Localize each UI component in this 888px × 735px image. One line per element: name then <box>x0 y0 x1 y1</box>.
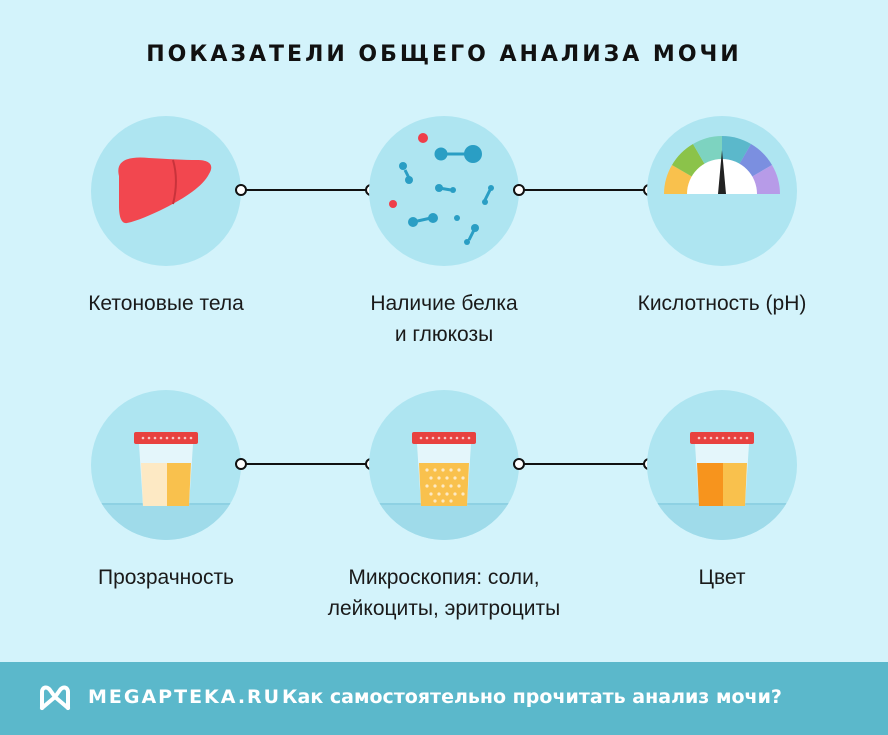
label-protein-glucose: Наличие белка и глюкозы <box>370 292 518 346</box>
color-circle <box>647 390 797 540</box>
brand-name[interactable]: MEGAPTEKA.RU <box>88 686 282 708</box>
ketone-circle <box>91 116 241 266</box>
label-microscopy: Микроскопия: соли, лейкоциты, эритроциты <box>327 566 561 620</box>
footer-bar: MEGAPTEKA.RU Как самостоятельно прочитат… <box>0 662 888 735</box>
connector-1 <box>235 184 377 196</box>
sample-cup-color-icon <box>647 432 797 540</box>
label-color: Цвет <box>698 566 746 589</box>
megapteka-logo-icon <box>40 685 70 710</box>
sample-cup-clarity-icon <box>91 432 241 540</box>
microscopy-circle <box>369 390 519 540</box>
protein-glucose-circle <box>369 116 519 266</box>
sample-cup-sediment-icon <box>369 432 519 540</box>
molecules-icon <box>389 133 494 245</box>
footer-tagline: Как самостоятельно прочитать анализ мочи… <box>282 686 782 708</box>
connector-2 <box>513 184 655 196</box>
connector-3 <box>235 458 377 470</box>
page-title: ПОКАЗАТЕЛИ ОБЩЕГО АНАЛИЗА МОЧИ <box>146 42 742 67</box>
label-ph: Кислотность (pH) <box>637 292 807 315</box>
liver-icon <box>118 157 212 224</box>
clarity-circle <box>91 390 241 540</box>
label-clarity: Прозрачность <box>97 566 235 589</box>
ph-gauge-icon <box>664 136 780 194</box>
connector-4 <box>513 458 655 470</box>
label-ketones: Кетоновые тела <box>88 292 244 315</box>
ph-circle <box>647 116 797 266</box>
